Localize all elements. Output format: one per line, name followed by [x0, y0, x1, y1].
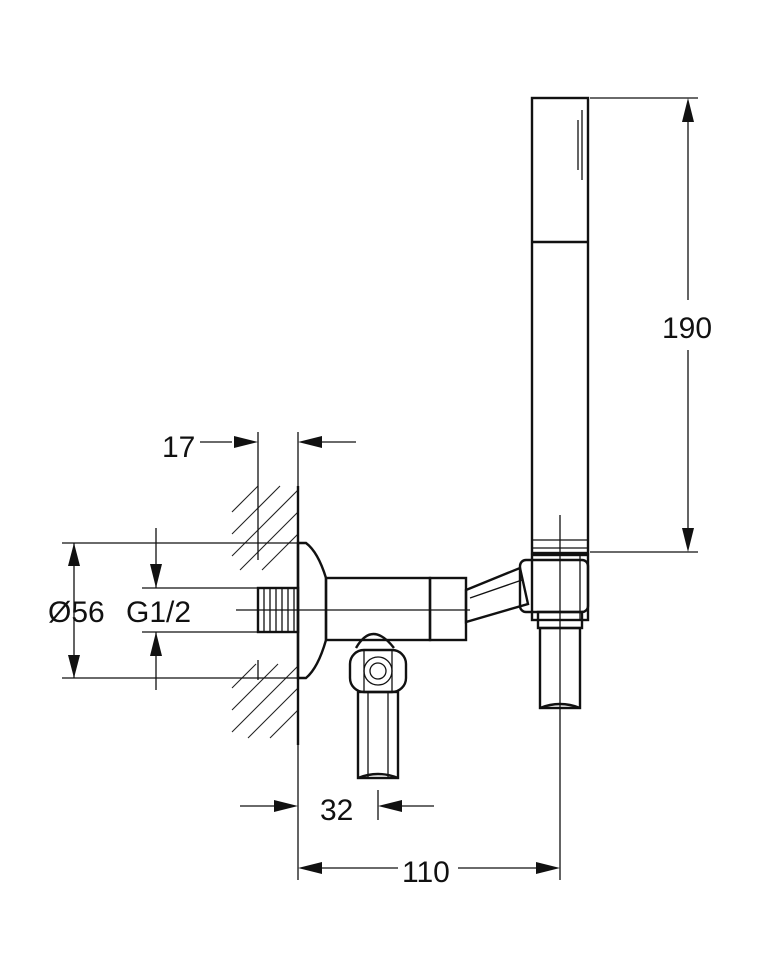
dimension-17 — [200, 432, 356, 490]
dimension-diameter — [62, 542, 298, 679]
dimension-190 — [590, 97, 698, 553]
dimension-32 — [240, 745, 434, 820]
hand-shower — [530, 96, 590, 555]
outlet-fitting — [348, 632, 408, 780]
dimension-thread-label: G1/2 — [126, 596, 191, 629]
valve-body — [324, 576, 468, 642]
dimension-17-label: 17 — [162, 431, 195, 464]
dimension-diameter-label: Ø56 — [48, 596, 105, 629]
dimension-32-label: 32 — [320, 794, 353, 827]
dimension-190-label: 190 — [662, 312, 712, 345]
dimension-thread — [142, 528, 260, 690]
dimension-110 — [297, 820, 560, 880]
shower-holder — [518, 553, 590, 710]
wall-hatching — [231, 485, 299, 739]
dimension-110-label: 110 — [402, 856, 450, 889]
swivel-arm — [464, 566, 530, 624]
